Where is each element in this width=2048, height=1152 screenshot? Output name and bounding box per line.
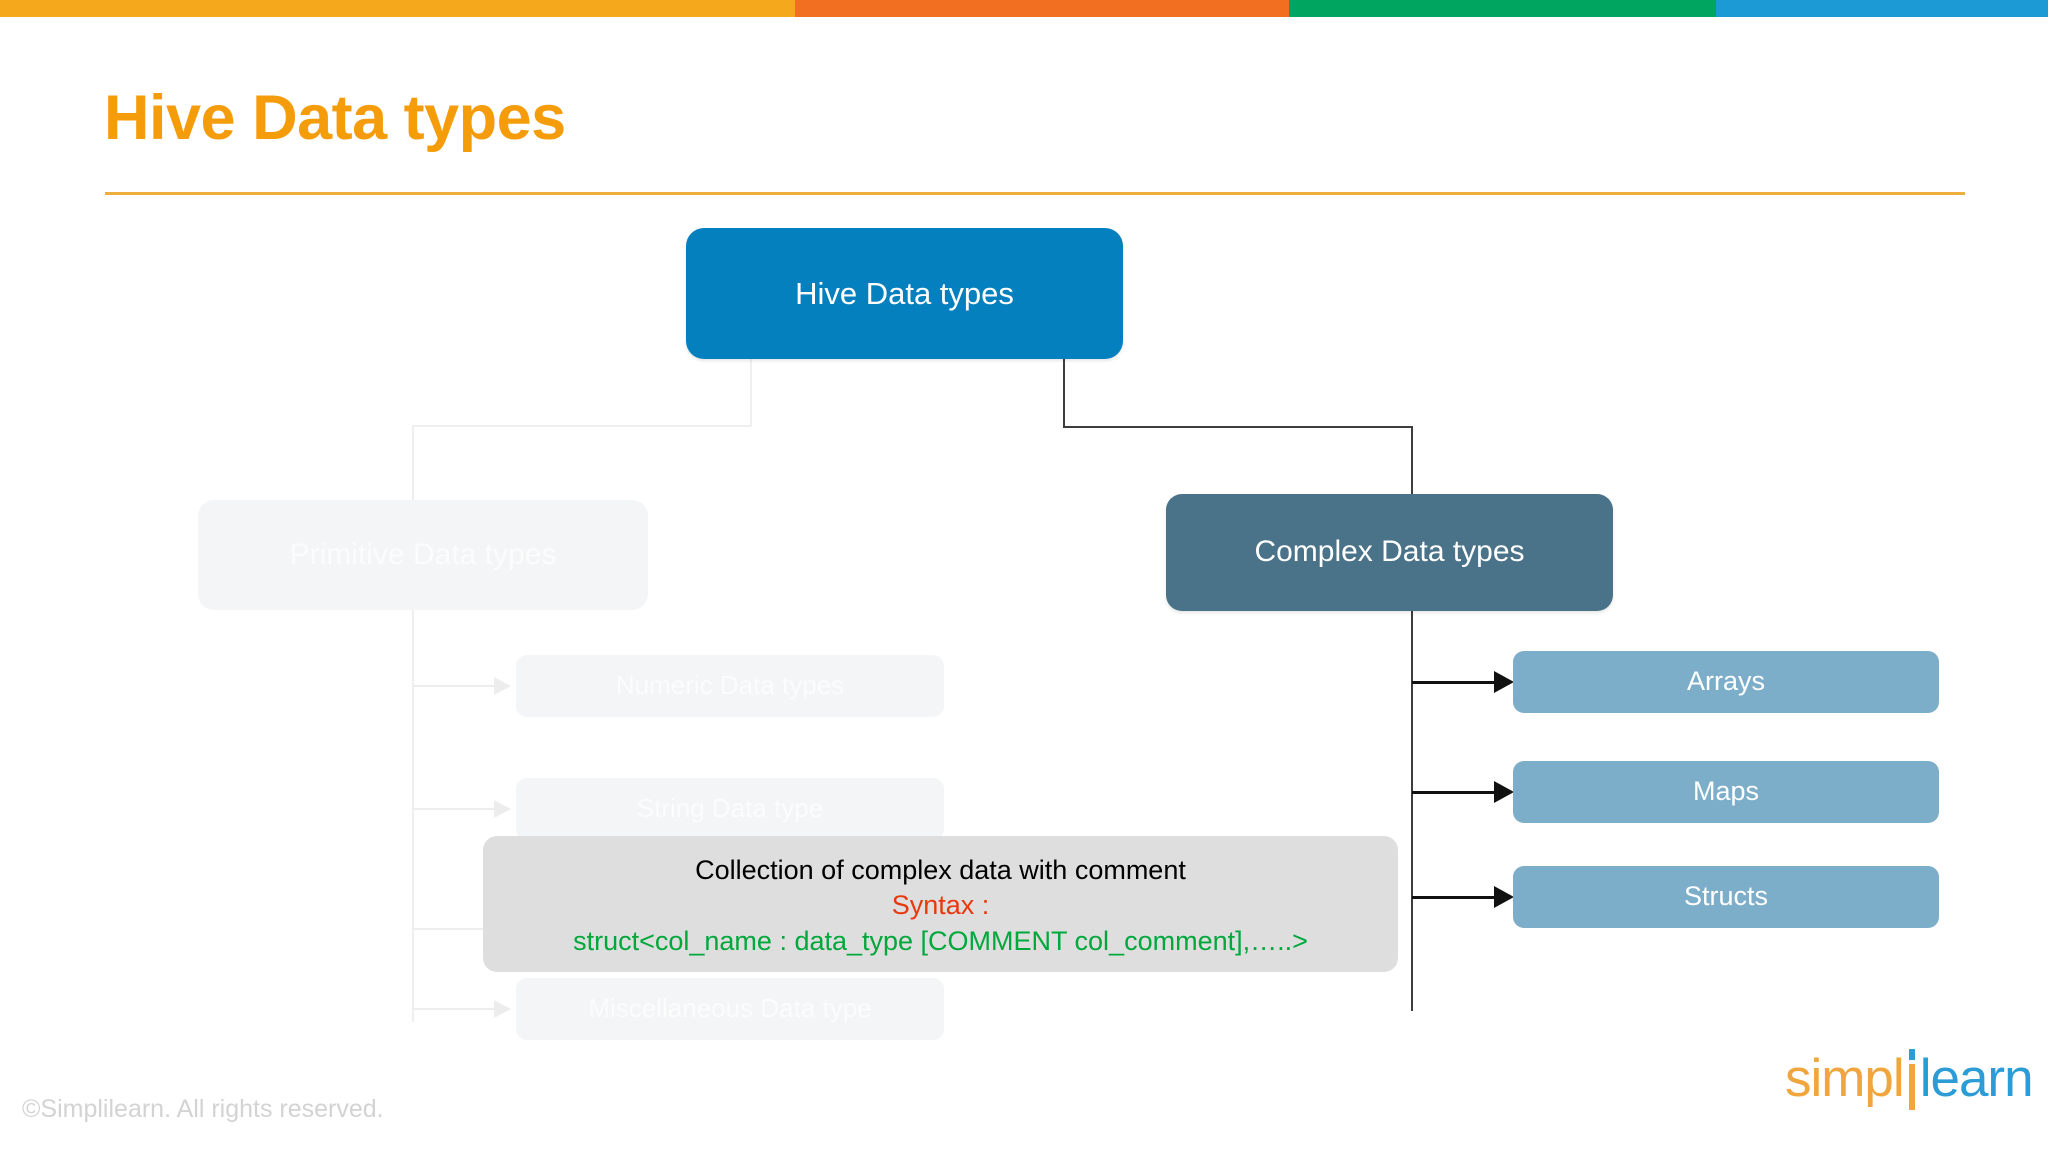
connector-primitive-spine <box>412 610 414 1022</box>
callout-syntax-code: struct<col_name : data_type [COMMENT col… <box>573 925 1308 956</box>
connector-root-to-complex-vertical <box>1063 359 1065 427</box>
connector-arrow-numeric-line <box>413 685 495 687</box>
node-complex-data-types-label: Complex Data types <box>1254 535 1525 569</box>
connector-arrow-maps-head <box>1494 781 1514 803</box>
logo-text-simpl: simpl <box>1785 1049 1905 1108</box>
callout-description: Collection of complex data with comment <box>695 854 1186 885</box>
page-title: Hive Data types <box>104 83 566 153</box>
connector-root-to-primitive-vertical <box>750 359 752 426</box>
connector-arrow-structs-line <box>1412 896 1496 899</box>
connector-arrow-string-line <box>413 808 495 810</box>
topbar-segment-green <box>1289 0 1716 17</box>
connector-arrow-date-line <box>413 928 495 930</box>
simplilearn-logo: simpl learn <box>1785 1048 2034 1110</box>
connector-arrow-misc-head <box>494 1000 511 1018</box>
connector-complex-riser <box>1411 426 1413 496</box>
node-structs-label: Structs <box>1683 881 1769 912</box>
connector-complex-spine <box>1411 611 1413 1011</box>
structs-callout: Collection of complex data with comment … <box>483 836 1398 972</box>
node-string-data-type-label: String Data type <box>636 793 824 824</box>
node-structs[interactable]: Structs <box>1513 866 1939 928</box>
node-string-data-type[interactable]: String Data type <box>516 778 944 840</box>
node-primitive-data-types-label: Primitive Data types <box>289 537 557 571</box>
connector-arrow-misc-line <box>413 1008 495 1010</box>
callout-syntax-label: Syntax : <box>891 890 990 921</box>
node-primitive-data-types[interactable]: Primitive Data types <box>198 500 648 610</box>
node-miscellaneous-data-type-label: Miscellaneous Data type <box>588 993 872 1024</box>
topbar-segment-blue <box>1716 0 2048 17</box>
connector-root-to-primitive-horizontal <box>412 425 752 427</box>
node-miscellaneous-data-type[interactable]: Miscellaneous Data type <box>516 978 944 1040</box>
connector-arrow-arrays-line <box>1412 681 1496 684</box>
connector-root-to-complex-horizontal <box>1063 426 1413 428</box>
top-color-bar <box>0 0 2048 17</box>
topbar-segment-yellow <box>0 0 795 17</box>
node-maps-label: Maps <box>1692 776 1760 807</box>
node-arrays[interactable]: Arrays <box>1513 651 1939 713</box>
connector-arrow-string-head <box>494 800 511 818</box>
connector-primitive-riser <box>412 425 414 503</box>
connector-arrow-maps-line <box>1412 791 1496 794</box>
logo-i-dot <box>1908 1049 1915 1060</box>
logo-i-stem <box>1908 1064 1915 1110</box>
connector-arrow-numeric-head <box>494 677 511 695</box>
node-complex-data-types[interactable]: Complex Data types <box>1166 494 1613 611</box>
node-arrays-label: Arrays <box>1686 666 1765 697</box>
node-hive-data-types-label: Hive Data types <box>795 275 1014 311</box>
copyright-notice: ©Simplilearn. All rights reserved. <box>22 1095 384 1123</box>
node-hive-data-types[interactable]: Hive Data types <box>686 228 1123 359</box>
logo-text-learn: learn <box>1919 1049 2034 1108</box>
topbar-segment-orange <box>795 0 1289 17</box>
connector-arrow-structs-head <box>1494 886 1514 908</box>
node-numeric-data-types-label: Numeric Data types <box>615 670 845 701</box>
node-maps[interactable]: Maps <box>1513 761 1939 823</box>
connector-arrow-arrays-head <box>1494 671 1514 693</box>
node-numeric-data-types[interactable]: Numeric Data types <box>516 655 944 717</box>
title-divider <box>105 192 1965 195</box>
